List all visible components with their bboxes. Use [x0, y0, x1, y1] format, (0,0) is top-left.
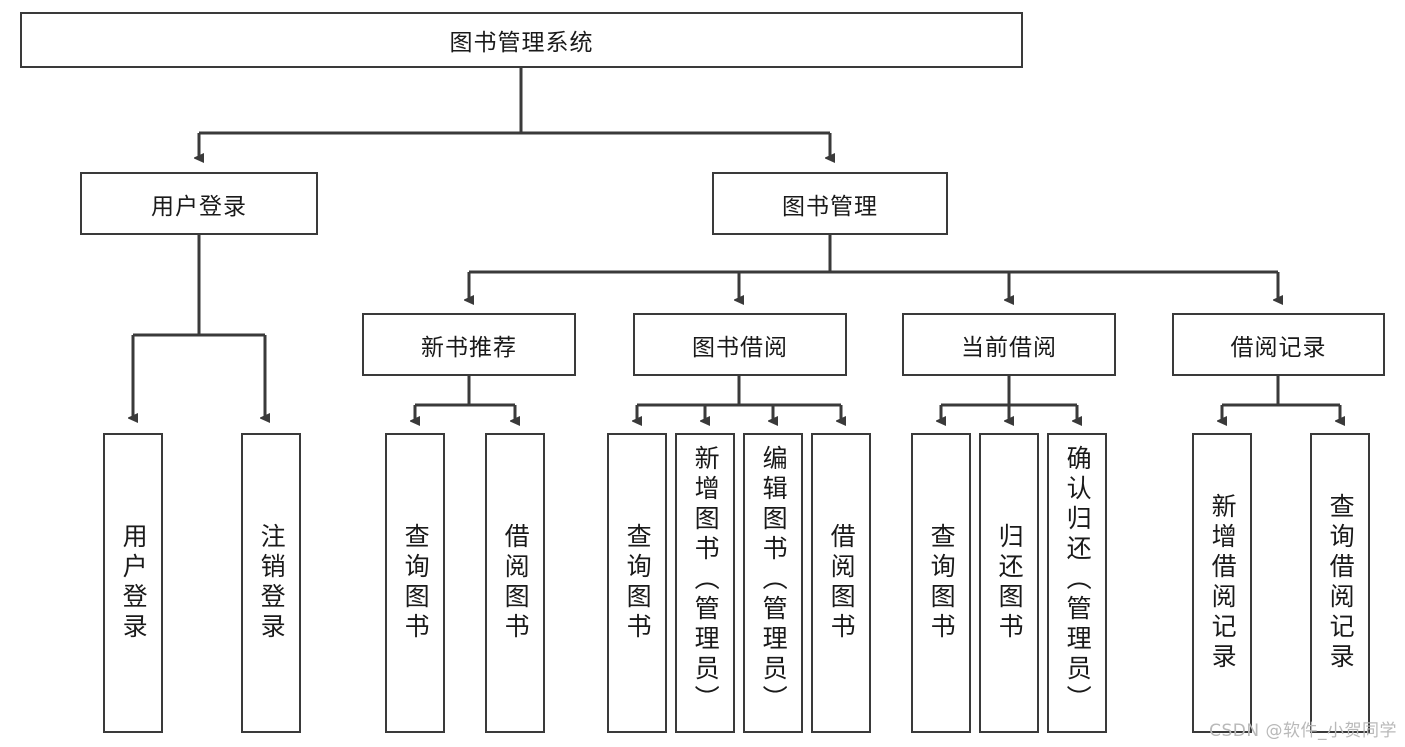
node-root[interactable]: 图书管理系统: [20, 12, 1023, 68]
leaf-user-login-label: 用户登录: [119, 523, 149, 643]
leaf-borrow-add[interactable]: 新增图书（管理员）: [675, 433, 735, 733]
node-current-borrow-label: 当前借阅: [961, 334, 1057, 361]
leaf-newbook-borrow[interactable]: 借阅图书: [485, 433, 545, 733]
node-user-login[interactable]: 用户登录: [80, 172, 318, 235]
leaf-newbook-query-label: 查询图书: [401, 523, 431, 643]
leaf-borrow-query[interactable]: 查询图书: [607, 433, 667, 733]
node-new-book-recommend-label: 新书推荐: [421, 334, 517, 361]
leaf-borrow-query-label: 查询图书: [623, 523, 653, 643]
node-book-management[interactable]: 图书管理: [712, 172, 948, 235]
leaf-newbook-borrow-label: 借阅图书: [501, 523, 531, 643]
leaf-record-query-label: 查询借阅记录: [1326, 493, 1356, 673]
leaf-borrow-edit[interactable]: 编辑图书（管理员）: [743, 433, 803, 733]
node-book-borrow[interactable]: 图书借阅: [633, 313, 847, 376]
leaf-newbook-query[interactable]: 查询图书: [385, 433, 445, 733]
leaf-borrow-lend[interactable]: 借阅图书: [811, 433, 871, 733]
leaf-current-return-label: 归还图书: [995, 523, 1025, 643]
leaf-user-logout-label: 注销登录: [257, 523, 287, 643]
node-user-login-label: 用户登录: [151, 193, 247, 220]
leaf-borrow-lend-label: 借阅图书: [827, 523, 857, 643]
node-new-book-recommend[interactable]: 新书推荐: [362, 313, 576, 376]
leaf-current-return[interactable]: 归还图书: [979, 433, 1039, 733]
node-current-borrow[interactable]: 当前借阅: [902, 313, 1116, 376]
leaf-current-query-label: 查询图书: [927, 523, 957, 643]
leaf-record-add[interactable]: 新增借阅记录: [1192, 433, 1252, 733]
leaf-borrow-add-label: 新增图书（管理员）: [691, 445, 721, 715]
node-root-label: 图书管理系统: [449, 30, 594, 56]
leaf-record-add-label: 新增借阅记录: [1208, 493, 1238, 673]
node-book-management-label: 图书管理: [782, 193, 878, 220]
node-book-borrow-label: 图书借阅: [692, 334, 788, 361]
leaf-current-confirm-label: 确认归还（管理员）: [1063, 445, 1093, 715]
leaf-user-login[interactable]: 用户登录: [103, 433, 163, 733]
watermark: CSDN @软件_小贺同学: [1209, 721, 1397, 741]
leaf-current-query[interactable]: 查询图书: [911, 433, 971, 733]
leaf-current-confirm[interactable]: 确认归还（管理员）: [1047, 433, 1107, 733]
leaf-borrow-edit-label: 编辑图书（管理员）: [759, 445, 789, 715]
node-borrow-record[interactable]: 借阅记录: [1172, 313, 1385, 376]
node-borrow-record-label: 借阅记录: [1230, 334, 1327, 361]
leaf-user-logout[interactable]: 注销登录: [241, 433, 301, 733]
leaf-record-query[interactable]: 查询借阅记录: [1310, 433, 1370, 733]
